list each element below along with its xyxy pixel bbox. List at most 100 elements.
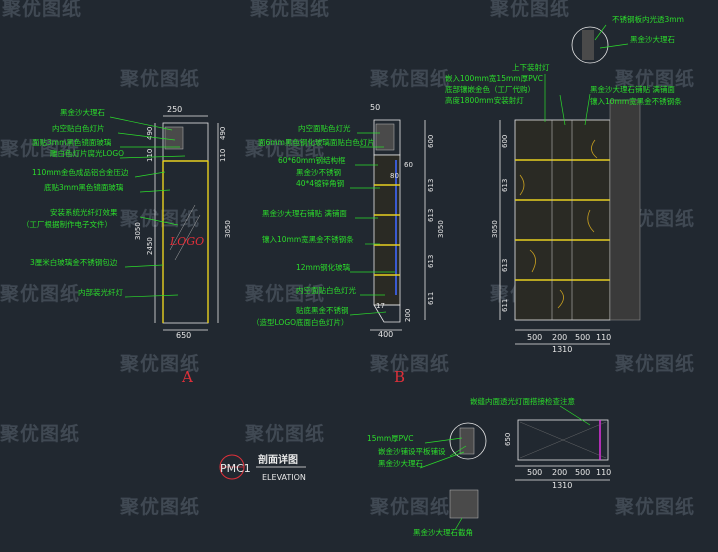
section-a-tag: A <box>181 368 193 386</box>
dim-b-200: 200 <box>404 309 412 322</box>
label-c-3: 嵌入100mm宽15mm厚PVC <box>445 73 543 83</box>
detail-corner-block <box>449 489 479 519</box>
section-c: 600 613 3050 613 611 500 200 500 110 131… <box>445 14 684 354</box>
watermark: 聚优图纸 <box>244 282 325 305</box>
section-c-wall <box>609 99 641 321</box>
dim-c-500b: 500 <box>575 333 590 342</box>
label-detail-0: 15mm厚PVC <box>367 434 414 443</box>
section-b-base <box>373 304 401 323</box>
section-c-leaders <box>544 24 629 126</box>
dim-a-left-2450: 2450 <box>146 237 154 255</box>
watermark: 聚优图纸 <box>489 0 570 20</box>
dim-detail-110: 110 <box>596 468 611 477</box>
label-detail-2: 黑金沙大理石 <box>378 458 423 468</box>
watermark: 聚优图纸 <box>0 282 80 305</box>
dim-detail-500a: 500 <box>527 468 542 477</box>
dim-c-500a: 500 <box>527 333 542 342</box>
label-b-4: 40*4镀锌角钢 <box>296 178 344 188</box>
title-code: PMC1 <box>220 462 251 475</box>
section-b-tag: B <box>394 368 405 386</box>
detail-section: 650 500 200 500 110 1310 15mm厚PVC 嵌金沙铺设平… <box>367 396 611 537</box>
title-en: ELEVATION <box>262 473 306 482</box>
dim-c-613b: 613 <box>501 259 509 272</box>
label-c-0: 不锈钢板内光透3mm <box>612 14 684 24</box>
dim-a-right-490: 490 <box>219 127 227 140</box>
label-b-3: 黑金沙不锈钢 <box>296 167 341 177</box>
watermark: 聚优图纸 <box>119 495 200 518</box>
label-c-5: 高度1800mm安装射灯 <box>445 95 524 105</box>
label-a-5: 底贴3mm黑色镜面玻璃 <box>44 182 124 192</box>
label-a-8: 3厘米白玻璃金不锈钢包边 <box>30 257 118 267</box>
label-c-7: 镶入10mm宽黑金不锈钢条 <box>590 96 682 106</box>
watermark: 聚优图纸 <box>614 352 695 375</box>
label-b-6: 镶入10mm宽黑金不锈钢条 <box>262 234 354 244</box>
watermark-layer: 聚优图纸 聚优图纸 聚优图纸 聚优图纸 聚优图纸 聚优图纸 聚优图纸 聚优图纸 … <box>0 0 695 518</box>
dim-a-left-110: 110 <box>146 149 154 162</box>
detail-plan <box>517 419 609 461</box>
dim-b-80: 80 <box>390 172 399 180</box>
watermark: 聚优图纸 <box>244 422 325 445</box>
section-c-detail-circle <box>571 26 609 64</box>
label-a-3: 雕白色灯片腐光LOGO <box>50 148 124 158</box>
dim-a-right-3050: 3050 <box>224 220 232 238</box>
section-a-stone-hatch <box>164 126 184 150</box>
dim-b-613c: 613 <box>427 255 435 268</box>
watermark: 聚优图纸 <box>369 67 450 90</box>
label-b-1: 面6mm黑色钢化玻璃面贴白色灯片 <box>258 137 375 147</box>
dim-c-110: 110 <box>596 333 611 342</box>
detail-hatch <box>459 427 475 455</box>
section-b: 50 600 613 613 613 611 3050 60 80 17 200… <box>252 103 445 386</box>
label-a-7: （工厂根据制作电子文件） <box>22 219 112 229</box>
section-a-logo: LOGO <box>169 235 204 248</box>
label-b-5: 黑金沙大理石铺贴 满铺面 <box>262 208 347 218</box>
label-b-0: 内空面贴色灯光 <box>298 123 351 133</box>
label-b-10: （造型LOGO底面白色灯片） <box>252 317 349 327</box>
title-block: PMC1 剖面详图 ELEVATION <box>219 453 306 482</box>
watermark: 聚优图纸 <box>614 67 695 90</box>
watermark: 聚优图纸 <box>119 207 200 230</box>
dim-b-17: 17 <box>376 302 385 310</box>
watermark: 聚优图纸 <box>0 137 80 160</box>
dim-a-bottom: 650 <box>176 331 191 340</box>
label-detail-1: 嵌金沙铺设平板铺设 <box>378 446 446 456</box>
label-a-1: 内空贴白色灯片 <box>52 123 105 133</box>
dim-b-611: 611 <box>427 292 435 305</box>
watermark: 聚优图纸 <box>369 495 450 518</box>
dim-b-top: 50 <box>370 103 380 112</box>
dim-b-400: 400 <box>378 330 393 339</box>
label-c-2: 上下装射灯 <box>512 62 550 72</box>
dim-c-1310: 1310 <box>552 345 572 354</box>
label-c-6: 黑金沙大理石铺贴 满铺面 <box>590 84 675 94</box>
dim-c-611: 611 <box>501 299 509 312</box>
section-a-leaders <box>109 116 186 298</box>
label-a-9: 内部装光纤灯 <box>78 287 123 297</box>
dim-a-right-110: 110 <box>219 149 227 162</box>
label-detail-4: 黑金沙大理石截角 <box>413 527 473 537</box>
dim-c-600: 600 <box>501 135 509 148</box>
label-b-2: 60*60mm钢结构框 <box>278 155 346 165</box>
section-a: LOGO 250 650 110 490 3050 2450 110 490 3… <box>22 105 232 386</box>
dim-detail-200: 200 <box>552 468 567 477</box>
dim-c-613a: 613 <box>501 179 509 192</box>
dim-a-left-3050: 3050 <box>134 222 142 240</box>
dim-a-left-490: 490 <box>146 127 154 140</box>
watermark: 聚优图纸 <box>369 352 450 375</box>
section-b-stone-hatch <box>375 123 395 151</box>
label-a-0: 黑金沙大理石 <box>60 107 105 117</box>
dim-c-200: 200 <box>552 333 567 342</box>
detail-leaders <box>419 405 591 531</box>
section-c-detail-hatch <box>582 30 594 60</box>
label-c-4: 底部镶嵌金色（工厂代购） <box>445 84 535 94</box>
label-b-9: 贴底黑金不锈钢 <box>296 305 349 315</box>
label-b-7: 12mm钢化玻璃 <box>296 262 351 272</box>
section-c-marble-veins <box>519 139 598 309</box>
watermark: 聚优图纸 <box>249 0 330 20</box>
section-c-panel <box>514 119 611 321</box>
dim-a-top: 250 <box>167 105 182 114</box>
section-a-glass-mark <box>174 214 201 261</box>
watermark: 聚优图纸 <box>614 495 695 518</box>
watermark: 聚优图纸 <box>1 0 82 20</box>
label-detail-3: 嵌缝内面透光灯面搭接检查注意 <box>470 396 575 406</box>
detail-hatch-line <box>519 421 607 459</box>
